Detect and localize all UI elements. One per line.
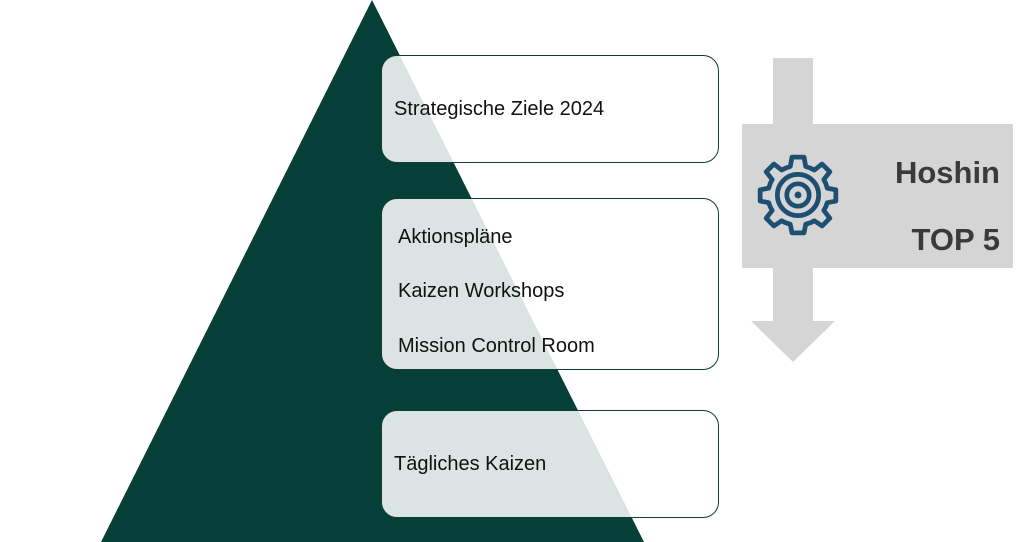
down-arrow-shape xyxy=(742,58,1013,362)
pyramid-triangle xyxy=(101,0,644,542)
level-box-actions: Aktionspläne Kaizen Workshops Mission Co… xyxy=(381,198,719,370)
gear-target-icon xyxy=(757,154,839,236)
hoshin-subtitle: TOP 5 xyxy=(911,222,1000,257)
level-box-label: Aktionspläne xyxy=(398,226,513,248)
level-box-label: Tägliches Kaizen xyxy=(394,453,547,475)
level-box-daily-kaizen: Tägliches Kaizen xyxy=(381,410,719,518)
level-box-label: Strategische Ziele 2024 xyxy=(394,98,605,120)
level-box-label: Kaizen Workshops xyxy=(398,280,565,302)
level-box-label: Mission Control Room xyxy=(398,335,595,357)
level-box-strategic-goals: Strategische Ziele 2024 xyxy=(381,55,719,163)
hoshin-title: Hoshin xyxy=(894,155,1000,190)
